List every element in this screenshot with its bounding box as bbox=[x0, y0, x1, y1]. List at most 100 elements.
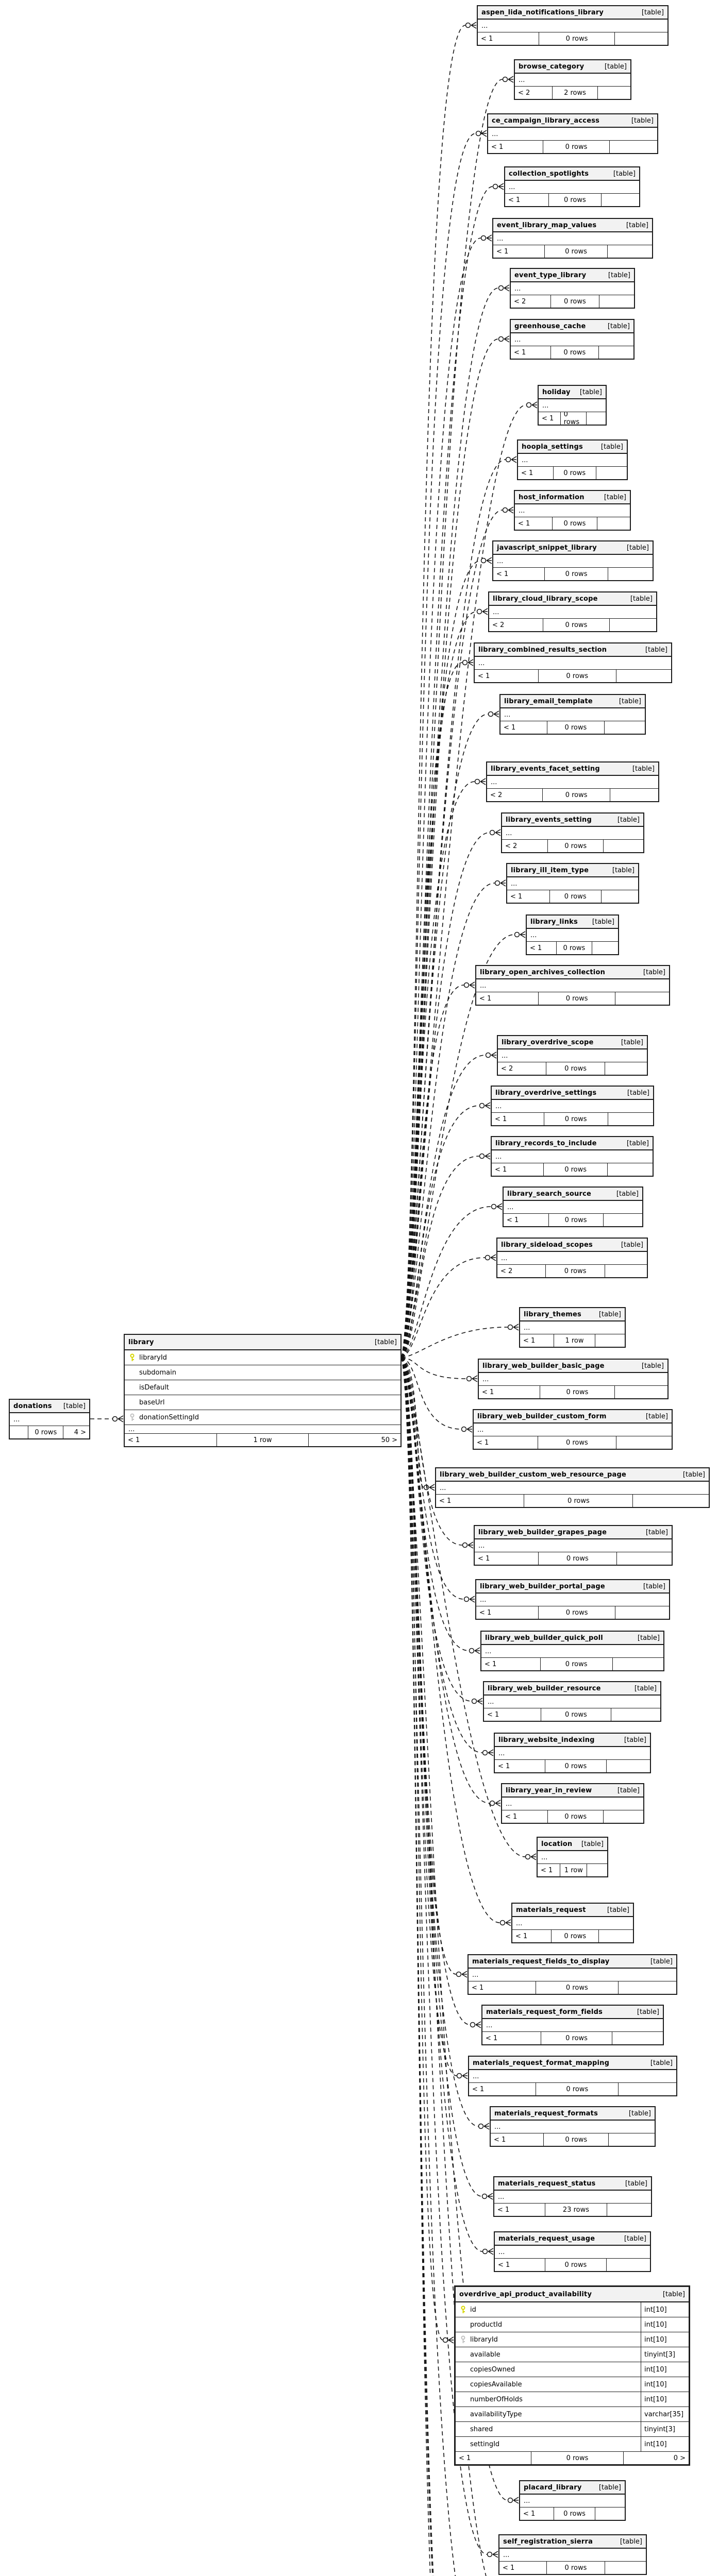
table-name-link[interactable]: aspen_lida_notifications_library bbox=[481, 8, 604, 16]
table-name-link[interactable]: host_information bbox=[519, 493, 585, 501]
table-name-link[interactable]: library_web_builder_custom_web_resource_… bbox=[440, 1470, 627, 1479]
parent-count-label: < 1 bbox=[479, 994, 492, 1003]
row-count-label: 0 rows bbox=[547, 721, 604, 734]
table-name-link[interactable]: library_year_in_review bbox=[506, 1786, 592, 1794]
table-name-link[interactable]: overdrive_api_product_availability bbox=[459, 2290, 592, 2298]
table-name-link[interactable]: library_web_builder_resource bbox=[488, 1684, 601, 1692]
table-name-link[interactable]: library_web_builder_basic_page bbox=[482, 1362, 605, 1370]
table-footer: < 1 0 rows bbox=[500, 721, 645, 734]
table-name-link[interactable]: library_web_builder_portal_page bbox=[480, 1582, 605, 1590]
columns-ellipsis: ... bbox=[488, 128, 657, 141]
table-name-link[interactable]: library_records_to_include bbox=[495, 1139, 597, 1147]
table-name-link[interactable]: library bbox=[128, 1338, 154, 1346]
table-header: materials_request_formats[table] bbox=[491, 2107, 655, 2121]
table-library_web_builder_quick_poll: library_web_builder_quick_poll[table]...… bbox=[480, 1631, 664, 1671]
table-name-link[interactable]: self_registration_sierra bbox=[503, 2537, 593, 2546]
table-name-link[interactable]: library_open_archives_collection bbox=[480, 968, 606, 976]
columns-ellipsis: ... bbox=[511, 282, 634, 295]
table-name-link[interactable]: collection_spotlights bbox=[509, 170, 589, 178]
table-name-link[interactable]: library_web_builder_grapes_page bbox=[478, 1528, 607, 1536]
table-name-link[interactable]: materials_request_format_mapping bbox=[473, 2059, 610, 2067]
table-header: materials_request_fields_to_display[tabl… bbox=[469, 1955, 676, 1969]
table-name-link[interactable]: library_sideload_scopes bbox=[501, 1241, 593, 1249]
child-count-label bbox=[614, 1386, 667, 1398]
parent-count-label: < 2 bbox=[501, 1064, 513, 1073]
table-header: library_website_indexing[table] bbox=[495, 1734, 650, 1747]
row-count-label: 1 row bbox=[554, 1334, 595, 1347]
columns-ellipsis: ... bbox=[539, 399, 606, 412]
table-name-link[interactable]: library_website_indexing bbox=[498, 1736, 595, 1744]
columns-ellipsis: ... bbox=[518, 454, 627, 467]
table-name-link[interactable]: ce_campaign_library_access bbox=[492, 116, 600, 125]
table-name-link[interactable]: library_web_builder_quick_poll bbox=[485, 1634, 603, 1642]
row-count-label: 0 rows bbox=[543, 619, 609, 631]
table-header: materials_request_usage[table] bbox=[495, 2232, 650, 2246]
parent-count-label: < 1 bbox=[504, 723, 516, 732]
table-name-link[interactable]: materials_request_status bbox=[498, 2179, 596, 2188]
child-count-label bbox=[597, 517, 630, 530]
parent-count-label: < 2 bbox=[514, 297, 526, 306]
parent-count-label: < 1 bbox=[518, 519, 530, 528]
child-count-label bbox=[607, 245, 652, 258]
table-name-link[interactable]: library_themes bbox=[524, 1310, 581, 1318]
table-name-link[interactable]: library_cloud_library_scope bbox=[493, 595, 598, 603]
table-header: library_links[table] bbox=[527, 916, 618, 929]
columns-ellipsis: ... bbox=[497, 1252, 647, 1265]
table-name-link[interactable]: library_events_facet_setting bbox=[491, 765, 600, 773]
table-name-link[interactable]: event_library_map_values bbox=[497, 221, 597, 229]
table-name-link[interactable]: javascript_snippet_library bbox=[497, 544, 597, 552]
table-header: materials_request[table] bbox=[512, 1904, 633, 1917]
table-name-link[interactable]: materials_request_fields_to_display bbox=[472, 1957, 610, 1965]
table-name-link[interactable]: event_type_library bbox=[514, 271, 587, 279]
table-name-link[interactable]: browse_category bbox=[519, 62, 585, 71]
table-footer: < 2 0 rows bbox=[498, 1062, 647, 1075]
columns-ellipsis: ... bbox=[474, 1423, 672, 1436]
row-count-label: 0 rows bbox=[539, 32, 614, 45]
child-count-label bbox=[607, 1163, 653, 1176]
table-name-link[interactable]: library_email_template bbox=[504, 697, 593, 705]
child-count-label bbox=[617, 1981, 676, 1994]
table-name-link[interactable]: materials_request_form_fields bbox=[486, 2008, 603, 2016]
table-header: donations[table] bbox=[10, 1400, 89, 1413]
table-header: materials_request_status[table] bbox=[494, 2177, 651, 2191]
table-name-link[interactable]: library_web_builder_custom_form bbox=[477, 1412, 607, 1420]
table-name-link[interactable]: location bbox=[541, 1840, 573, 1848]
row-count-label: 0 rows bbox=[543, 2133, 608, 2146]
table-name-link[interactable]: library_events_setting bbox=[506, 816, 592, 824]
parent-count-label: < 2 bbox=[518, 89, 530, 97]
table-header: ce_campaign_library_access[table] bbox=[488, 114, 657, 128]
row-count-label: 0 rows bbox=[536, 2083, 618, 2095]
column-name: subdomain bbox=[139, 1368, 176, 1377]
table-name-link[interactable]: library_overdrive_settings bbox=[495, 1089, 597, 1097]
table-name-link[interactable]: library_combined_results_section bbox=[478, 646, 607, 654]
table-name-link[interactable]: hoopla_settings bbox=[522, 443, 583, 451]
table-name-link[interactable]: library_links bbox=[530, 918, 578, 926]
table-name-link[interactable]: materials_request bbox=[516, 1906, 586, 1914]
table-name-link[interactable]: library_overdrive_scope bbox=[502, 1038, 594, 1046]
child-count-label bbox=[606, 1760, 650, 1772]
table-type-badge: [table] bbox=[626, 221, 648, 229]
parent-count-label: < 2 bbox=[505, 842, 517, 850]
row-count-label: 0 rows bbox=[545, 1062, 605, 1075]
column-name: numberOfHolds bbox=[470, 2395, 523, 2403]
child-count-label bbox=[598, 295, 634, 308]
table-type-badge: [table] bbox=[662, 2290, 685, 2298]
table-name-link[interactable]: library_search_source bbox=[507, 1190, 592, 1198]
table-name-link[interactable]: library_ill_item_type bbox=[511, 866, 589, 874]
table-name-link[interactable]: materials_request_formats bbox=[494, 2109, 598, 2117]
parent-count-label: < 1 bbox=[459, 2454, 471, 2462]
columns-ellipsis: ... bbox=[515, 74, 630, 87]
table-name-link[interactable]: donations bbox=[13, 1402, 52, 1410]
table-name-link[interactable]: greenhouse_cache bbox=[514, 322, 586, 330]
table-name-link[interactable]: holiday bbox=[542, 388, 571, 396]
table-name-link[interactable]: materials_request_usage bbox=[498, 2234, 595, 2243]
column-type: tinyint[3] bbox=[641, 2347, 689, 2362]
table-name-link[interactable]: placard_library bbox=[524, 2483, 582, 2492]
table-type-badge: [table] bbox=[612, 866, 634, 874]
column-name: shared bbox=[470, 2425, 493, 2433]
child-count-label bbox=[604, 1265, 647, 1277]
